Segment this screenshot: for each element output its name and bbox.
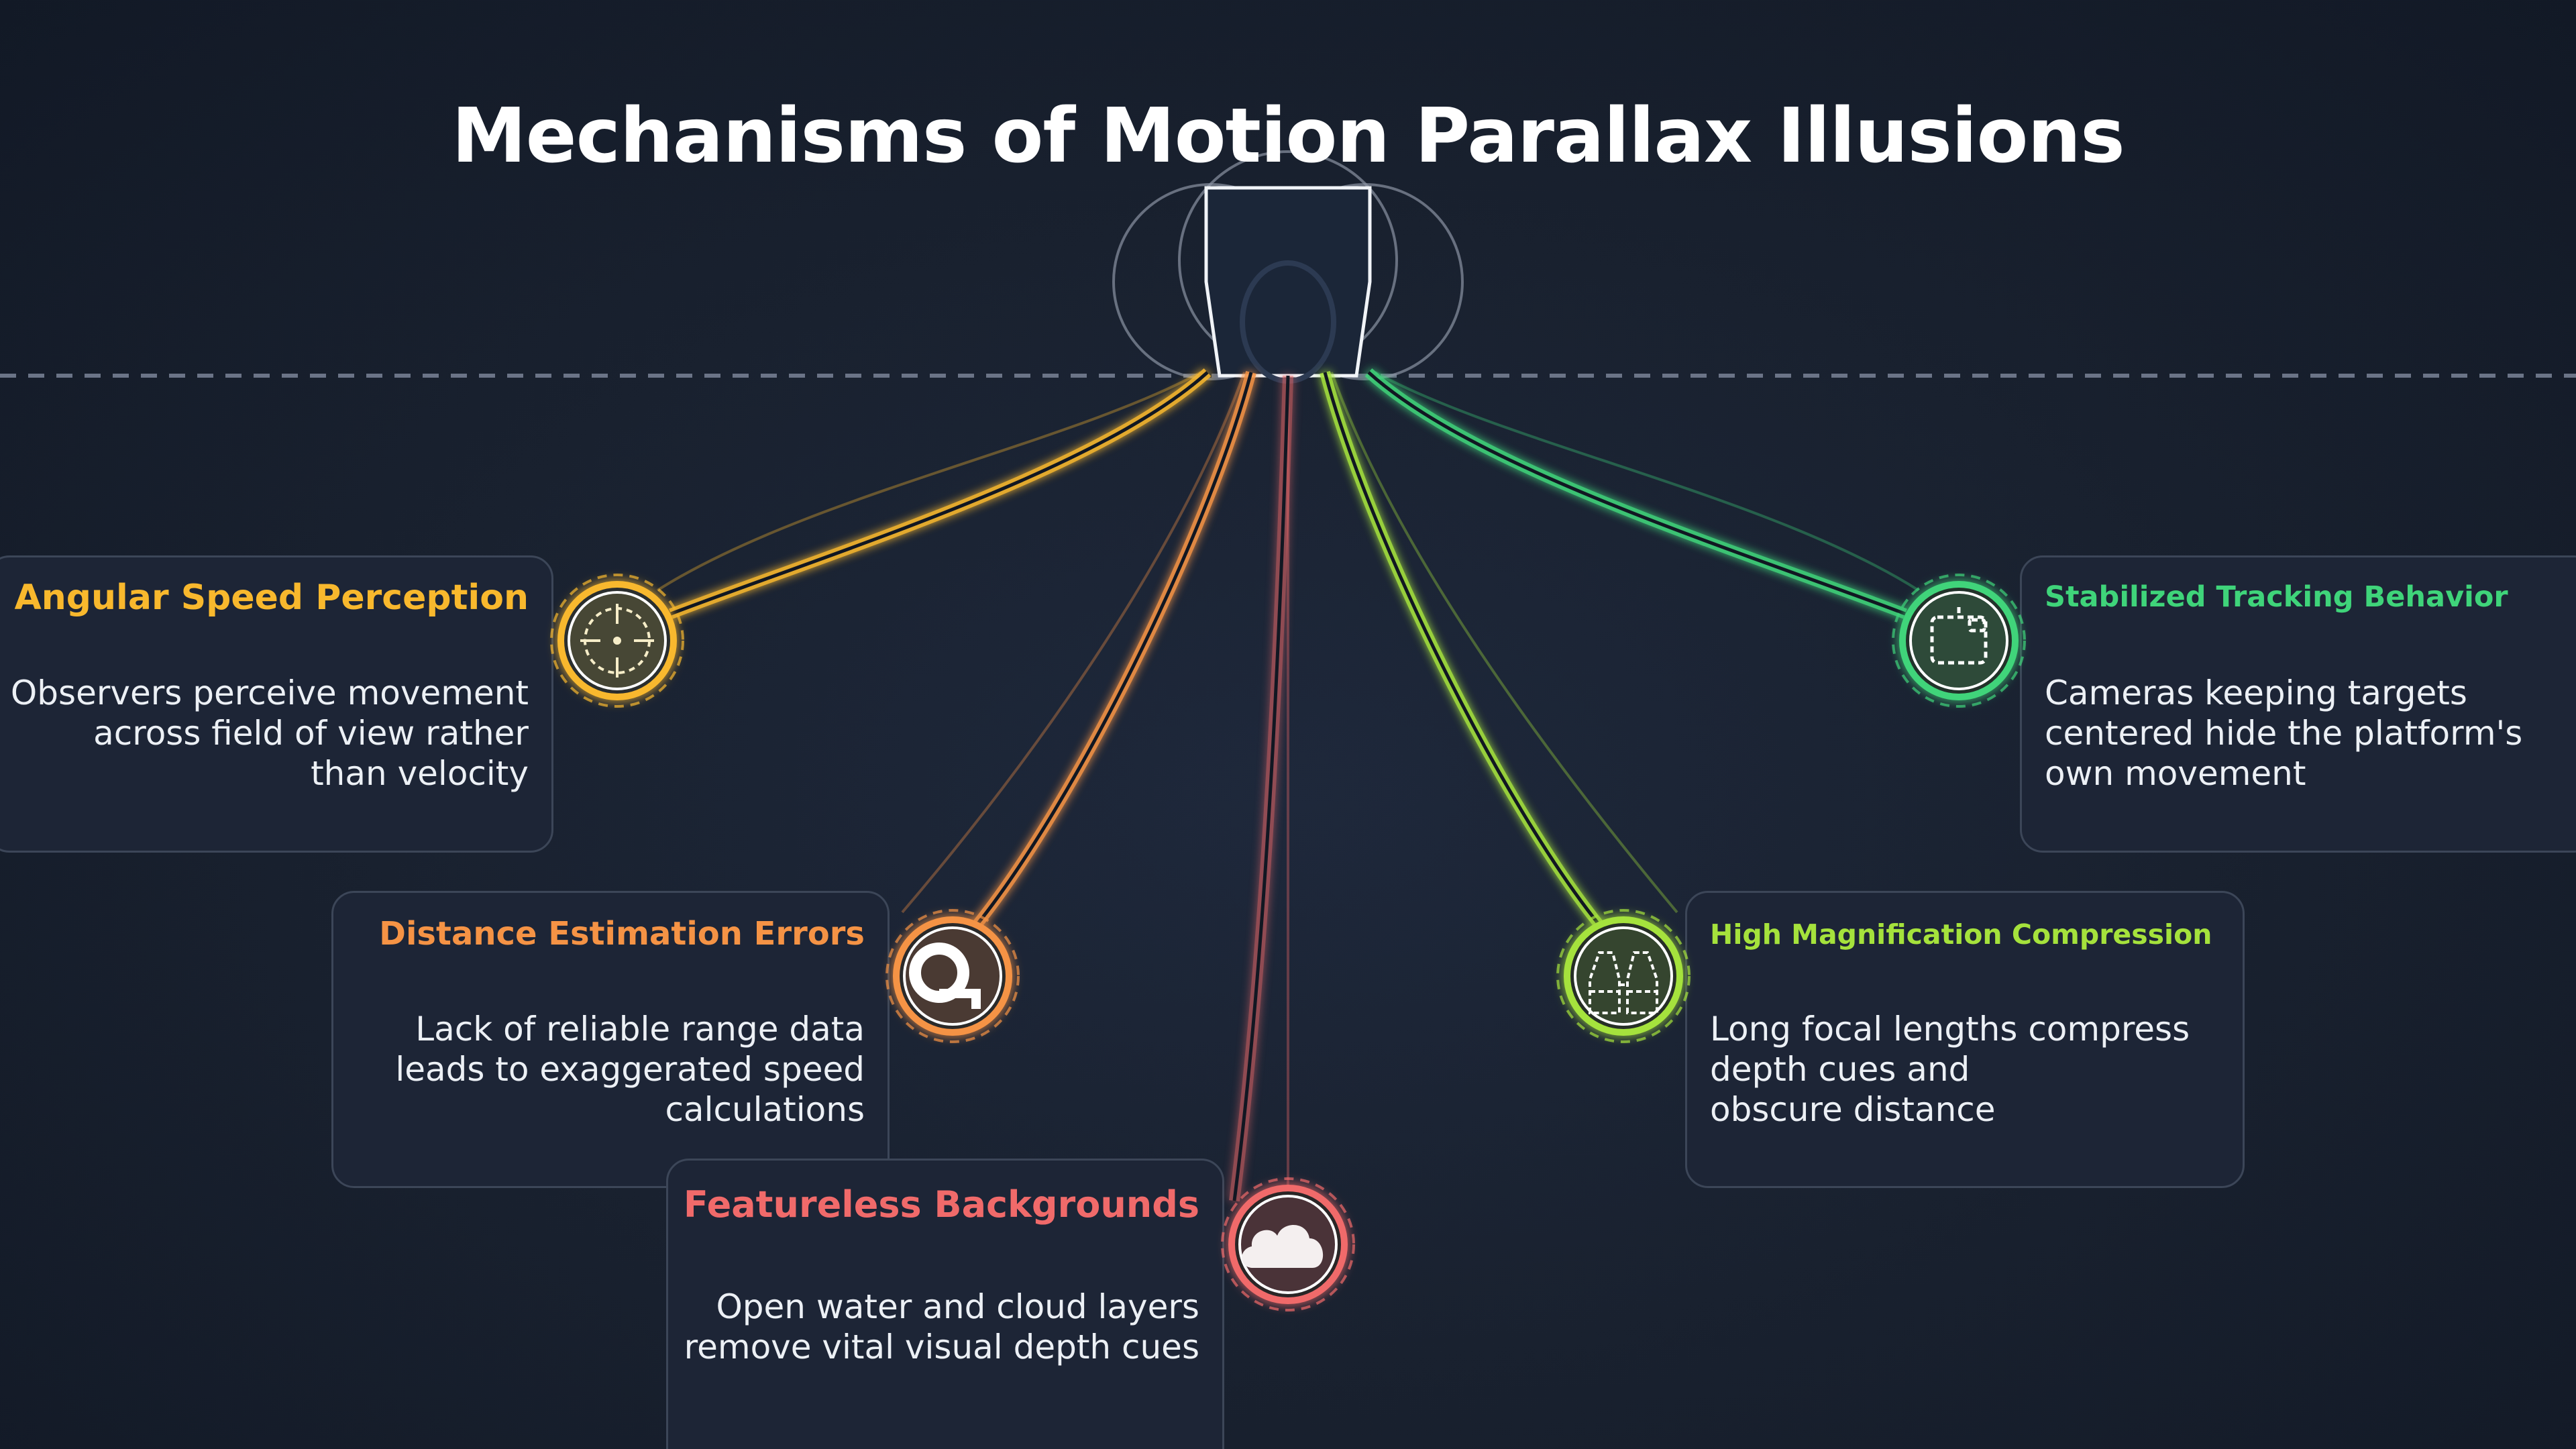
connector-core-angular (670, 371, 1209, 616)
card-description-featureless-backgrounds: Open water and cloud layers remove vital… (684, 1287, 1199, 1366)
tape-measure-icon (909, 943, 981, 1009)
cloud-icon (1242, 1224, 1324, 1268)
card-high-magnification: High Magnification Compression Long foca… (1685, 891, 2245, 1188)
card-title-angular-speed: Angular Speed Perception (14, 578, 529, 618)
connector-echo-angular (656, 371, 1201, 592)
card-angular-speed: Angular Speed Perception Observers perce… (0, 555, 553, 853)
connector-echo-magnification (1330, 372, 1678, 914)
connector-core-featureless (1232, 375, 1290, 1201)
badge-distance-estimation (885, 909, 1020, 1043)
connector-echo-tracking (1375, 371, 1920, 592)
connector-core-tracking (1367, 371, 1906, 616)
badge-stabilized-tracking (1892, 574, 2026, 708)
card-featureless-backgrounds: Featureless Backgrounds Open water and c… (666, 1159, 1224, 1449)
badge-high-magnification (1556, 909, 1690, 1043)
card-title-distance-estimation: Distance Estimation Errors (379, 915, 865, 953)
crosshair-icon (580, 604, 654, 678)
badge-angular-speed (550, 574, 684, 708)
connector-echo-distance (901, 372, 1246, 914)
card-description-angular-speed: Observers perceive movement across field… (10, 674, 529, 793)
card-description-high-magnification: Long focal lengths compress depth cues a… (1710, 1010, 2190, 1129)
connector-angular (669, 368, 1212, 619)
card-description-distance-estimation: Lack of reliable range data leads to exa… (395, 1010, 865, 1129)
card-title-high-magnification: High Magnification Compression (1710, 918, 2212, 951)
card-description-stabilized-tracking: Cameras keeping targets centered hide th… (2045, 674, 2523, 793)
connector-core-magnification (1323, 372, 1601, 927)
card-title-stabilized-tracking: Stabilized Tracking Behavior (2045, 580, 2508, 614)
connector-featureless (1229, 375, 1293, 1202)
connector-magnification (1320, 370, 1605, 930)
connector-distance (971, 370, 1256, 930)
card-stabilized-tracking: Stabilized Tracking Behavior Cameras kee… (2020, 555, 2576, 853)
sensor-housing-icon (1112, 150, 1464, 384)
binoculars-icon (1589, 951, 1658, 1014)
connector-tracking (1364, 368, 1907, 619)
card-distance-estimation: Distance Estimation Errors Lack of relia… (331, 891, 890, 1188)
card-title-featureless-backgrounds: Featureless Backgrounds (683, 1183, 1199, 1226)
page-title: Mechanisms of Motion Parallax Illusions (451, 93, 2125, 180)
tracking-frame-icon (1930, 607, 1988, 665)
badge-featureless-backgrounds (1221, 1177, 1355, 1311)
connector-core-distance (975, 372, 1253, 927)
